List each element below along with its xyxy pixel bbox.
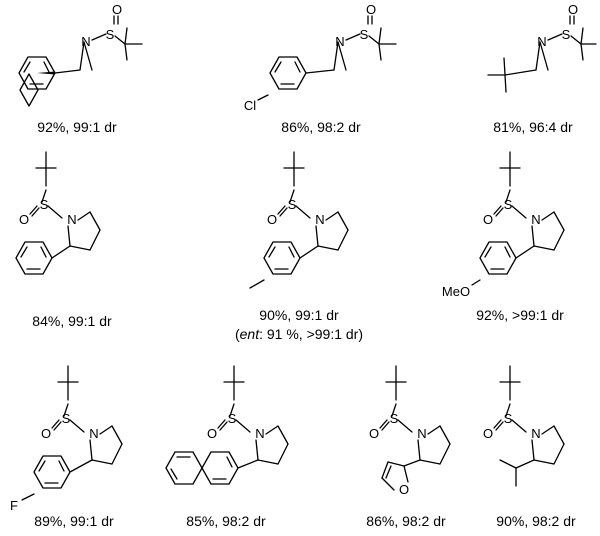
atom-o: O bbox=[483, 426, 493, 441]
atom-o-furan: O bbox=[399, 482, 409, 497]
compound-aziridine-phenyl: N S O 92%, 99:1 dr bbox=[18, 2, 143, 135]
atom-o: O bbox=[19, 212, 29, 227]
yield-dr-label: 92%, 99:1 dr bbox=[37, 119, 117, 135]
yield-dr-label: 84%, 99:1 dr bbox=[32, 313, 112, 329]
atom-f: F bbox=[10, 498, 18, 513]
yield-dr-label: 86%, 98:2 dr bbox=[366, 513, 446, 529]
atom-n: N bbox=[89, 426, 98, 441]
atom-n: N bbox=[335, 34, 344, 49]
atom-meo: MeO bbox=[442, 284, 470, 299]
note-open: ( bbox=[235, 326, 240, 342]
note-ent: ent bbox=[240, 326, 261, 342]
atom-n: N bbox=[531, 212, 540, 227]
compound-aziridine-4-chlorophenyl: N S O Cl 86%, 98:2 dr bbox=[244, 2, 397, 135]
atom-s: S bbox=[228, 411, 237, 426]
atom-s: S bbox=[360, 27, 369, 42]
atom-n: N bbox=[315, 212, 324, 227]
compound-pyrrolidine-isopropyl: S O N 90%, 98:2 dr bbox=[483, 365, 576, 529]
yield-dr-label: 90%, 98:2 dr bbox=[496, 513, 576, 529]
yield-dr-label: 92%, >99:1 dr bbox=[476, 307, 564, 323]
atom-o: O bbox=[207, 426, 217, 441]
atom-s: S bbox=[504, 197, 513, 212]
atom-s: S bbox=[62, 411, 71, 426]
enantiomer-note: (ent: 91 %, >99:1 dr) bbox=[235, 326, 363, 342]
atom-s: S bbox=[504, 411, 513, 426]
atom-cl: Cl bbox=[244, 98, 256, 113]
atom-s: S bbox=[288, 197, 297, 212]
compound-pyrrolidine-4-methoxyphenyl: S O N MeO 92%, >99:1 dr bbox=[442, 151, 565, 323]
yield-dr-label: 90%, 99:1 dr bbox=[259, 307, 339, 323]
atom-n: N bbox=[81, 34, 90, 49]
atom-n: N bbox=[537, 34, 546, 49]
yield-dr-label: 85%, 98:2 dr bbox=[186, 513, 266, 529]
atom-o: O bbox=[267, 212, 277, 227]
atom-o: O bbox=[568, 2, 578, 17]
compound-pyrrolidine-phenyl: S O N 84%, 99:1 dr bbox=[15, 151, 112, 329]
compound-pyrrolidine-4-methylphenyl: S O N 90%, 99:1 dr (ent: 91 %, >99:1 dr) bbox=[235, 151, 363, 342]
atom-n: N bbox=[255, 426, 264, 441]
atom-s: S bbox=[390, 411, 399, 426]
atom-o: O bbox=[41, 426, 51, 441]
yield-dr-label: 86%, 98:2 dr bbox=[281, 119, 361, 135]
compound-pyrrolidine-2-furyl: S O N O 86%, 98:2 dr bbox=[366, 365, 451, 529]
compound-aziridine-tert-butyl: N S O 81%, 96:4 dr bbox=[487, 2, 597, 135]
yield-dr-label: 81%, 96:4 dr bbox=[493, 119, 573, 135]
atom-n: N bbox=[417, 426, 426, 441]
atom-s: S bbox=[562, 27, 571, 42]
yield-dr-label: 89%, 99:1 dr bbox=[34, 513, 114, 529]
atom-n: N bbox=[531, 426, 540, 441]
note-rest: : 91 %, >99:1 dr) bbox=[259, 326, 363, 342]
compound-pyrrolidine-4-fluorophenyl: S O N F 89%, 99:1 dr bbox=[10, 365, 123, 529]
compound-pyrrolidine-2-naphthyl: S O N 85%, 98:2 dr bbox=[165, 365, 289, 529]
atom-s: S bbox=[40, 197, 49, 212]
atom-o: O bbox=[483, 212, 493, 227]
atom-n: N bbox=[67, 212, 76, 227]
atom-o: O bbox=[366, 2, 376, 17]
atom-o: O bbox=[369, 426, 379, 441]
atom-o: O bbox=[112, 2, 122, 17]
atom-s: S bbox=[106, 27, 115, 42]
